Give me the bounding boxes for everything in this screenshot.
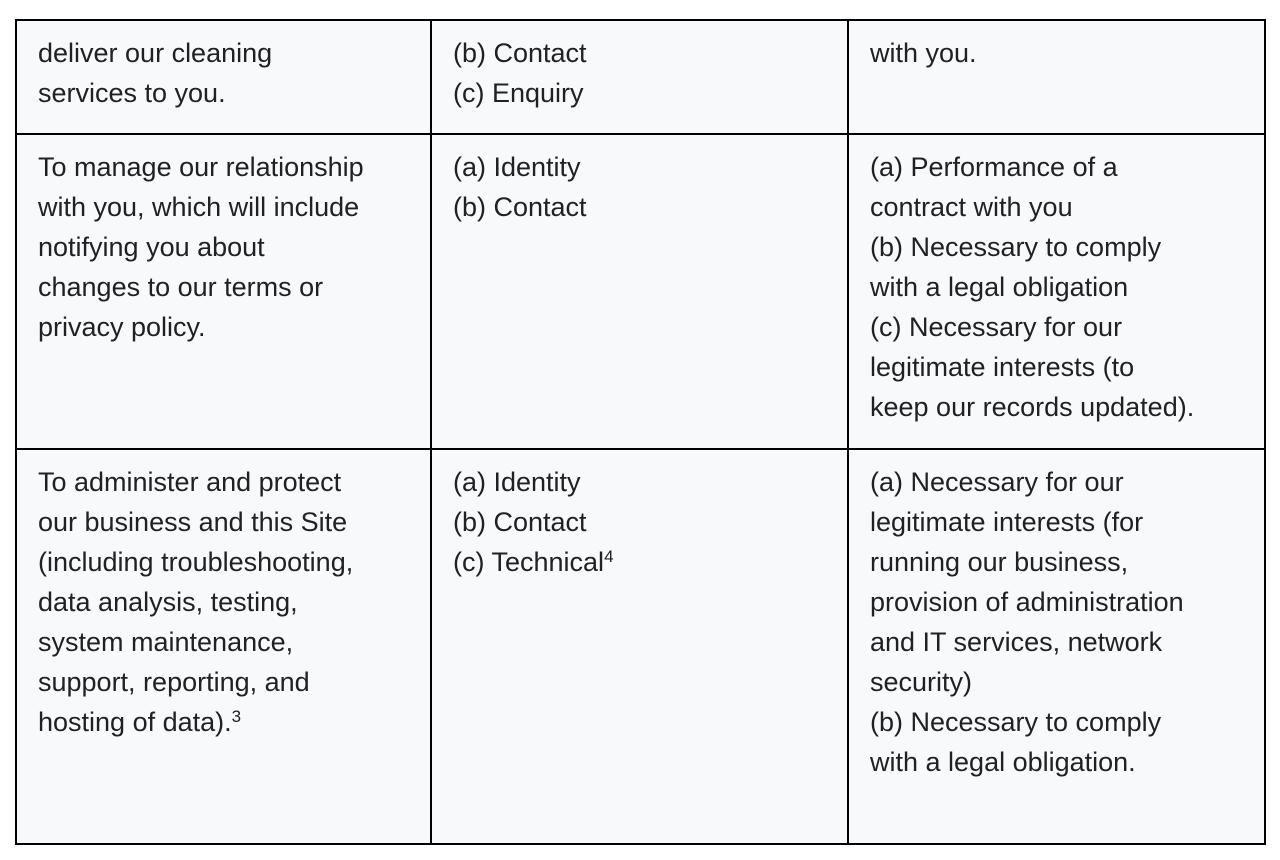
privacy-policy-table: deliver our cleaning services to you. (b) … bbox=[15, 19, 1266, 845]
table-row: deliver our cleaning services to you. (b) … bbox=[15, 19, 1266, 135]
text-line: services to you. bbox=[38, 78, 226, 108]
table-cell: (a) Identity (b) Contact bbox=[430, 133, 849, 450]
table-cell: (a) Identity (b) Contact (c) Technical4 bbox=[430, 448, 849, 845]
text-line: with you, which will include bbox=[38, 192, 360, 222]
table-cell: To administer and protect our business an… bbox=[15, 448, 432, 845]
policy-table-body: deliver our cleaning services to you. (b) … bbox=[15, 19, 1266, 845]
text-line: (b) Necessary to comply bbox=[870, 232, 1162, 262]
text-line: (a) Performance of a bbox=[870, 152, 1118, 182]
text-line: (c) Enquiry bbox=[453, 78, 584, 108]
text-line: with a legal obligation. bbox=[870, 747, 1136, 777]
text-line: (a) Necessary for our bbox=[870, 467, 1124, 497]
footnote-ref: 3 bbox=[231, 706, 242, 726]
text-line: To administer and protect bbox=[38, 467, 342, 497]
text-line: contract with you bbox=[870, 192, 1073, 222]
text-line: data analysis, testing, bbox=[38, 587, 298, 617]
text-line: (b) Necessary to comply bbox=[870, 707, 1162, 737]
text-line: with a legal obligation bbox=[870, 272, 1129, 302]
text-line: support, reporting, and bbox=[38, 667, 310, 697]
text-line: with you. bbox=[870, 38, 977, 68]
text-line: hosting of data).3 bbox=[38, 706, 242, 737]
text-line: (b) Contact bbox=[453, 507, 587, 537]
table-cell: (a) Performance of a contract with you (b)… bbox=[847, 133, 1266, 450]
table-cell: (a) Necessary for our legitimate interest… bbox=[847, 448, 1266, 845]
text-line: To manage our relationship bbox=[38, 152, 364, 182]
table-cell: with you. bbox=[847, 19, 1266, 135]
footnote-ref: 4 bbox=[604, 546, 614, 566]
table-cell: deliver our cleaning services to you. bbox=[15, 19, 432, 135]
text-line: changes to our terms or bbox=[38, 272, 324, 302]
text-line: security) bbox=[870, 667, 973, 697]
text-line: (b) Contact bbox=[453, 38, 587, 68]
text-line: provision of administration bbox=[870, 587, 1184, 617]
table-row: To manage our relationship with you, whic… bbox=[15, 133, 1266, 450]
table-cell: To manage our relationship with you, whic… bbox=[15, 133, 432, 450]
text-line: (b) Contact bbox=[453, 192, 587, 222]
text-line: and IT services, network bbox=[870, 627, 1163, 657]
text-line: (c) Technical4 bbox=[453, 546, 614, 577]
text-line: privacy policy. bbox=[38, 312, 206, 342]
text-line: (a) Identity bbox=[453, 152, 581, 182]
text-line: notifying you about bbox=[38, 232, 265, 262]
text-line: our business and this Site bbox=[38, 507, 348, 537]
table-cell: (b) Contact (c) Enquiry bbox=[430, 19, 849, 135]
text-line: (a) Identity bbox=[453, 467, 581, 497]
text-line: legitimate interests (to bbox=[870, 352, 1135, 382]
table-row: To administer and protect our business an… bbox=[15, 448, 1266, 845]
text-line: (including troubleshooting, bbox=[38, 547, 354, 577]
text-line: running our business, bbox=[870, 547, 1129, 577]
text-line: (c) Necessary for our bbox=[870, 312, 1123, 342]
text-line: keep our records updated). bbox=[870, 392, 1195, 422]
text-line: legitimate interests (for bbox=[870, 507, 1144, 537]
text-line: deliver our cleaning bbox=[38, 38, 273, 68]
text-line: system maintenance, bbox=[38, 627, 294, 657]
